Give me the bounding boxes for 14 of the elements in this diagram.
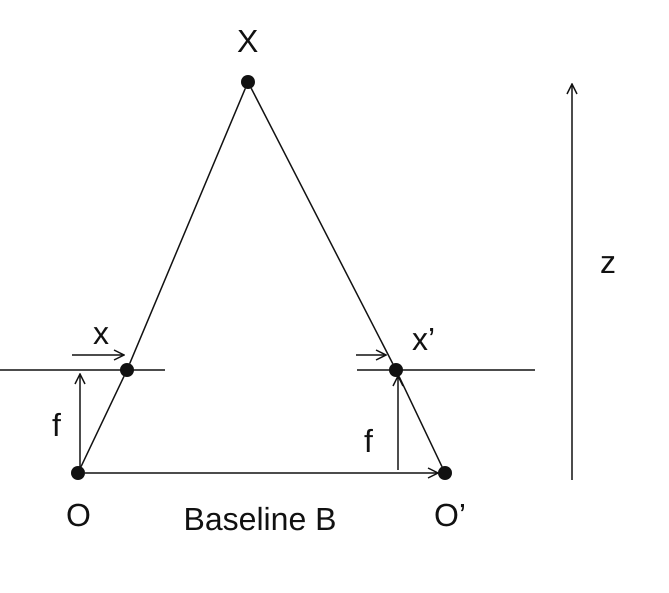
point-label: O’: [434, 498, 466, 532]
point-label: X: [237, 24, 258, 58]
projection-line: [129, 88, 246, 364]
focal-length-label: f: [52, 408, 61, 442]
edge-label: Baseline B: [182, 500, 338, 539]
arrow: [85, 467, 439, 479]
focal-length-label: f: [364, 424, 373, 458]
projection-line: [398, 376, 443, 467]
point-label: x: [93, 316, 109, 350]
point-label: O: [66, 498, 91, 532]
projection-line: [250, 88, 394, 364]
depth-label: z: [600, 245, 616, 279]
projection-line: [80, 376, 125, 467]
point-label: x’: [412, 322, 436, 356]
